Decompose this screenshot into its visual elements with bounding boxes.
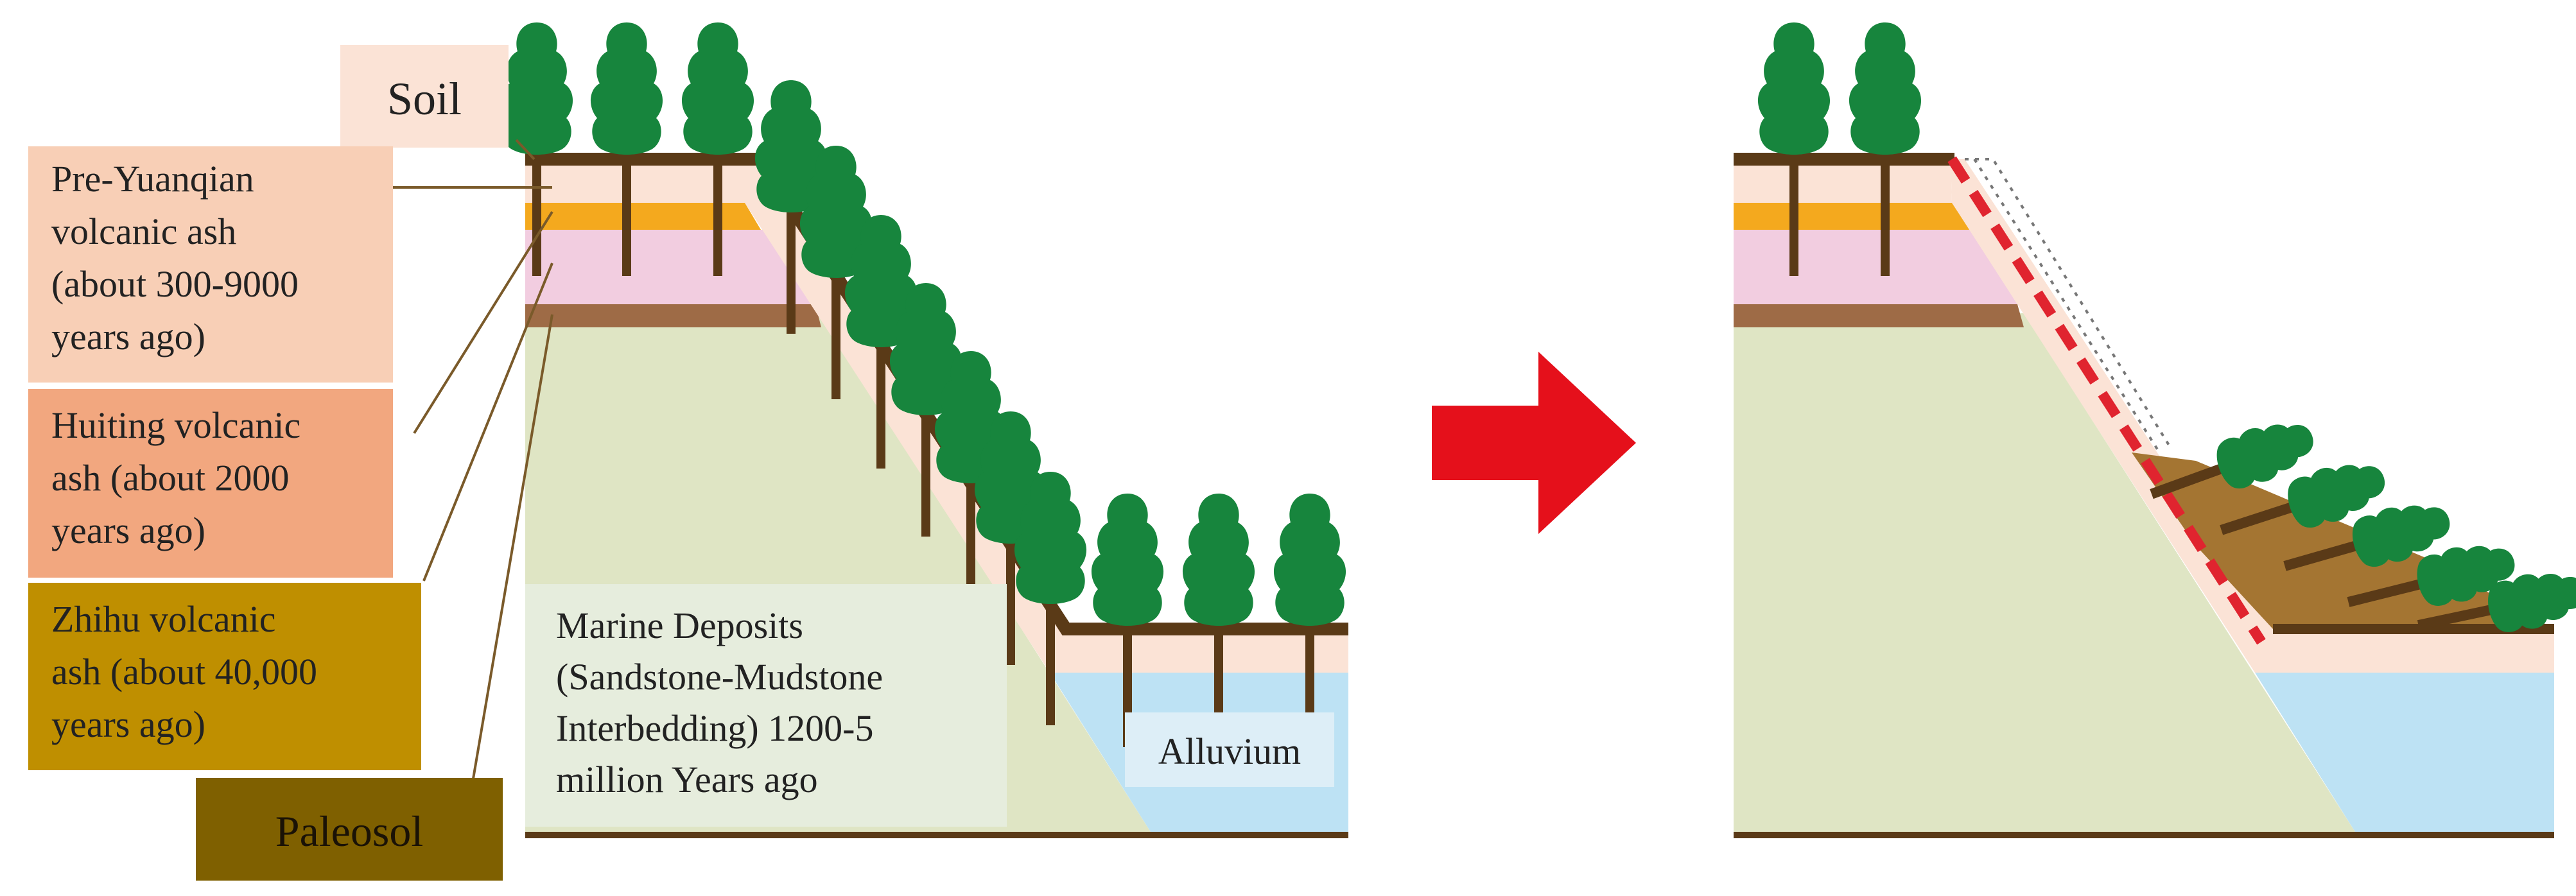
- zhihu-line-1: Zhihu volcanic: [51, 598, 276, 640]
- huiting-ash-layer-after: [1734, 203, 1970, 230]
- svg-text:Marine Deposits (Sandsto: Marine Deposits (Sandstone-Mudstone Inte…: [556, 605, 892, 800]
- pre-yuanqian-line-4: years ago): [51, 316, 205, 358]
- right-arrow-icon: [1432, 352, 1636, 534]
- zhihu-line-2: ash (about 40,000: [51, 651, 317, 693]
- pink-ash-layer-after: [1734, 230, 2017, 304]
- paleosol-label-box: Paleosol: [196, 778, 503, 881]
- right-cross-section: [1734, 22, 2576, 838]
- pre-yuanqian-line-1: Pre-Yuanqian: [51, 158, 254, 200]
- huiting-label-box: Huiting volcanic ash (about 2000 years a…: [28, 389, 393, 578]
- alluvium-layer-after: [2255, 673, 2554, 832]
- zhihu-label-box: Zhihu volcanic ash (about 40,000 years a…: [28, 583, 421, 770]
- failure-plane: [1947, 156, 2266, 645]
- huiting-ash-layer: [525, 203, 761, 230]
- pre-yuanqian-line-2: volcanic ash: [51, 211, 236, 252]
- paleosol-layer: [525, 304, 821, 327]
- pre-yuanqian-ash-layer-after: [1734, 159, 1952, 203]
- svg-text:Huiting volcanic ash (ab: Huiting volcanic ash (about 2000 years a…: [51, 404, 310, 551]
- pre-yuanqian-ash-layer: [525, 159, 745, 203]
- marine-line-2: (Sandstone-Mudstone: [556, 656, 883, 698]
- soil-label: Soil: [387, 73, 462, 125]
- huiting-line-2: ash (about 2000: [51, 457, 290, 499]
- alluvium-label: Alluvium: [1158, 730, 1301, 772]
- soil-label-box: Soil: [340, 45, 509, 148]
- paleosol-layer-after: [1734, 304, 2024, 327]
- marine-deposits-layer-after: [1734, 313, 2355, 832]
- zhihu-line-3: years ago): [51, 703, 205, 745]
- pre-yuanqian-line-3: (about 300-9000: [51, 263, 299, 305]
- base-line: [525, 832, 1348, 838]
- pink-ash-layer: [525, 230, 815, 304]
- marine-label-box: Marine Deposits (Sandstone-Mudstone Inte…: [525, 584, 1007, 827]
- huiting-line-1: Huiting volcanic: [51, 404, 300, 446]
- leader-lines: [393, 139, 553, 787]
- paleosol-label: Paleosol: [275, 807, 423, 856]
- marine-line-1: Marine Deposits: [556, 605, 803, 646]
- pre-yuanqian-label-box: Pre-Yuanqian volcanic ash (about 300-900…: [28, 146, 393, 383]
- marine-line-3: Interbedding) 1200-5: [556, 707, 873, 749]
- base-line-after: [1734, 832, 2554, 838]
- svg-text:Zhihu volcanic ash (abou: Zhihu volcanic ash (about 40,000 years a…: [51, 598, 327, 745]
- svg-text:Pre-Yuanqian volcanic as: Pre-Yuanqian volcanic ash (about 300-900…: [51, 158, 308, 358]
- huiting-line-3: years ago): [51, 510, 205, 551]
- marine-line-4: million Years ago: [556, 759, 818, 800]
- alluvium-label-box: Alluvium: [1125, 712, 1334, 787]
